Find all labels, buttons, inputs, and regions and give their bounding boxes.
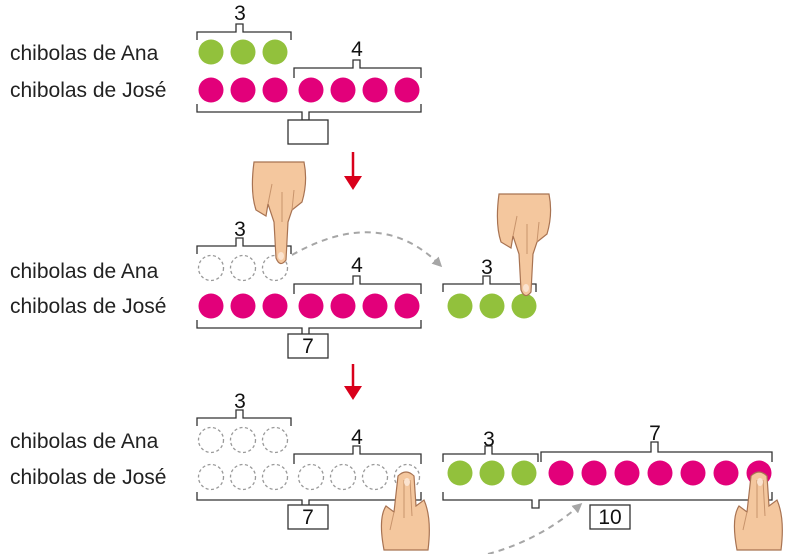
combined-pink-marble — [548, 460, 574, 486]
empty-marble-outline — [229, 426, 257, 454]
jose-marble — [198, 77, 224, 103]
ana-brace — [196, 23, 292, 40]
empty-marble-outline — [197, 426, 225, 454]
combined-green-marble — [447, 460, 473, 486]
jose-marble — [394, 293, 420, 319]
step-3-group: chibolas de Ana chibolas de José 3 4 7 3… — [10, 390, 783, 554]
added-brace — [293, 59, 422, 78]
pointing-hand-icon — [380, 471, 430, 551]
moved-count-label: 3 — [481, 256, 493, 279]
added-brace — [293, 275, 422, 294]
result-box — [589, 504, 631, 530]
total-box-value: 7 — [302, 506, 314, 529]
combined-green-marble — [511, 460, 537, 486]
combined-pink-marble — [680, 460, 706, 486]
ana-count-label: 3 — [234, 2, 246, 25]
jose-row-label: chibolas de José — [10, 79, 166, 102]
empty-marble-outline — [297, 463, 325, 491]
jose-marble — [362, 293, 388, 319]
jose-marble — [394, 77, 420, 103]
empty-marble-outline — [393, 463, 421, 491]
added-right-brace — [540, 441, 773, 462]
total-box — [287, 333, 329, 359]
combined-green-marble — [479, 460, 505, 486]
empty-marble-outline — [329, 463, 357, 491]
added-brace — [293, 445, 422, 464]
added-right-count-label: 7 — [649, 422, 661, 445]
jose-marble — [230, 293, 256, 319]
step-2-group: chibolas de Ana chibolas de José 3 4 7 3 — [10, 161, 552, 359]
combined-pink-marble — [713, 460, 739, 486]
step-1-group: chibolas de Ana chibolas de José 3 4 — [10, 2, 422, 145]
ana-brace — [196, 409, 292, 426]
total-brace — [196, 104, 422, 121]
ana-row-label: chibolas de Ana — [10, 42, 159, 65]
empty-marble-outline — [197, 463, 225, 491]
ana-marble — [198, 39, 224, 65]
moved-count-label: 3 — [483, 428, 495, 451]
moved-brace — [442, 445, 539, 462]
jose-marble — [262, 293, 288, 319]
ana-marble — [230, 39, 256, 65]
empty-marble-outline — [197, 254, 225, 282]
added-count-label: 4 — [351, 38, 363, 61]
added-count-label: 4 — [351, 254, 363, 277]
moved-marble — [479, 293, 505, 319]
ana-count-label: 3 — [234, 218, 246, 241]
pointing-hand-icon — [733, 471, 783, 551]
down-arrow-icon — [344, 152, 362, 190]
jose-marble — [330, 293, 356, 319]
combined-pink-marble — [647, 460, 673, 486]
empty-marble-outline — [261, 254, 289, 282]
combined-pink-marble — [614, 460, 640, 486]
move-arrow-icon — [291, 231, 443, 268]
jose-row-label: chibolas de José — [10, 295, 166, 318]
total-box — [287, 119, 329, 145]
result-brace — [442, 492, 773, 509]
pointing-hand-icon — [251, 161, 307, 265]
jose-marble — [198, 293, 224, 319]
moved-marble — [511, 293, 537, 319]
jose-marble — [330, 77, 356, 103]
ana-marble — [262, 39, 288, 65]
jose-marble — [230, 77, 256, 103]
move-arrow-icon — [487, 503, 583, 554]
jose-marble — [262, 77, 288, 103]
empty-marble-outline — [229, 254, 257, 282]
empty-marble-outline — [261, 426, 289, 454]
jose-marble — [298, 293, 324, 319]
empty-marble-outline — [229, 463, 257, 491]
ana-row-label: chibolas de Ana — [10, 260, 159, 283]
jose-marble — [362, 77, 388, 103]
empty-marble-outline — [261, 463, 289, 491]
ana-row-label: chibolas de Ana — [10, 430, 159, 453]
jose-marble — [298, 77, 324, 103]
ana-count-label: 3 — [234, 390, 246, 413]
pointing-hand-icon — [496, 193, 552, 297]
total-box-value: 7 — [302, 335, 314, 358]
down-arrow-icon — [344, 364, 362, 400]
added-count-label: 4 — [351, 426, 363, 449]
result-box-value: 10 — [598, 506, 621, 529]
combined-pink-marble — [581, 460, 607, 486]
total-box — [287, 504, 329, 530]
empty-marble-outline — [361, 463, 389, 491]
moved-marble — [447, 293, 473, 319]
jose-row-label: chibolas de José — [10, 466, 166, 489]
